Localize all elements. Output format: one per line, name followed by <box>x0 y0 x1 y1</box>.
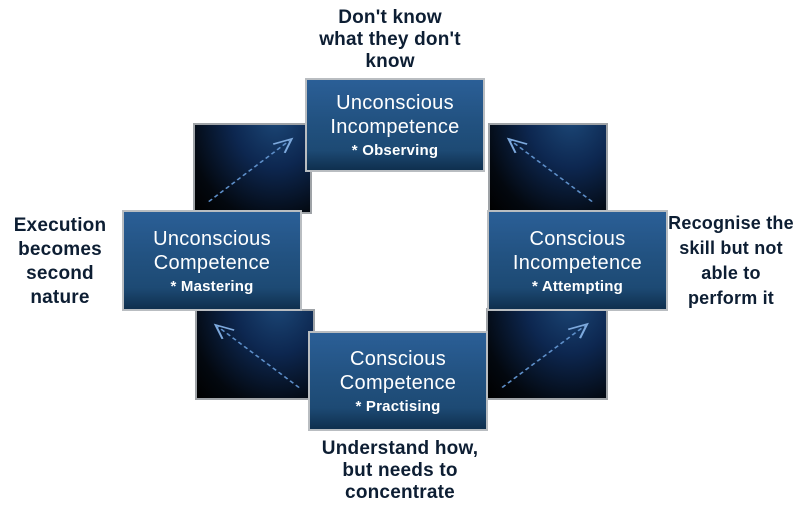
stage-box-unconscious-competence: Unconscious Competence * Mastering <box>122 210 302 311</box>
stage-title-line: Unconscious <box>153 227 271 250</box>
arrow-panel-bottom-right <box>486 308 608 400</box>
caption-line: nature <box>30 287 90 308</box>
caption-line: concentrate <box>345 482 455 503</box>
stage-title-line: Conscious <box>349 348 447 370</box>
caption-conscious-competence: Understand how, but needs to concentrate <box>283 438 517 504</box>
dashed-arrow-up-right-icon <box>501 322 589 388</box>
stage-title-line: Conscious <box>529 227 626 250</box>
stage-activity-label: * Mastering <box>170 277 254 295</box>
arrow-panel-top-left <box>193 123 312 214</box>
caption-line: know <box>365 51 415 72</box>
stage-activity-label: * Practising <box>355 398 441 415</box>
caption-line: Execution <box>13 215 107 236</box>
caption-line: Recognise the <box>668 213 794 233</box>
caption-line: but needs to <box>342 460 458 481</box>
caption-line: Understand how, <box>321 438 479 459</box>
dashed-arrow-up-right-icon <box>208 137 294 203</box>
stage-title-line: Incompetence <box>330 116 460 138</box>
caption-line: skill but not <box>679 238 783 258</box>
arrow-panel-bottom-left <box>195 309 315 400</box>
caption-line: what they don't <box>319 29 461 50</box>
caption-conscious-incompetence: Recognise the skill but not able to perf… <box>662 211 800 311</box>
dashed-arrow-up-left-icon <box>506 137 593 203</box>
caption-line: becomes <box>18 239 102 260</box>
caption-unconscious-incompetence: Don't know what they don't know <box>280 7 500 73</box>
stage-activity-label: * Attempting <box>531 277 623 295</box>
caption-line: able to <box>701 263 761 283</box>
caption-line: second <box>26 263 94 284</box>
stage-title-line: Incompetence <box>512 251 643 274</box>
stage-activity-label: * Observing <box>351 142 439 159</box>
stage-box-unconscious-incompetence: Unconscious Incompetence * Observing <box>305 78 485 172</box>
caption-line: perform it <box>687 288 774 308</box>
caption-line: Don't know <box>338 7 442 28</box>
arrow-panel-top-right <box>488 123 608 214</box>
stage-box-conscious-incompetence: Conscious Incompetence * Attempting <box>487 210 668 311</box>
stage-title-line: Competence <box>339 372 457 394</box>
stage-title-line: Competence <box>153 251 271 274</box>
caption-unconscious-competence: Execution becomes second nature <box>0 214 120 310</box>
dashed-arrow-up-left-icon <box>213 323 300 389</box>
stage-box-conscious-competence: Conscious Competence * Practising <box>308 331 488 431</box>
stage-title-line: Unconscious <box>336 92 454 114</box>
